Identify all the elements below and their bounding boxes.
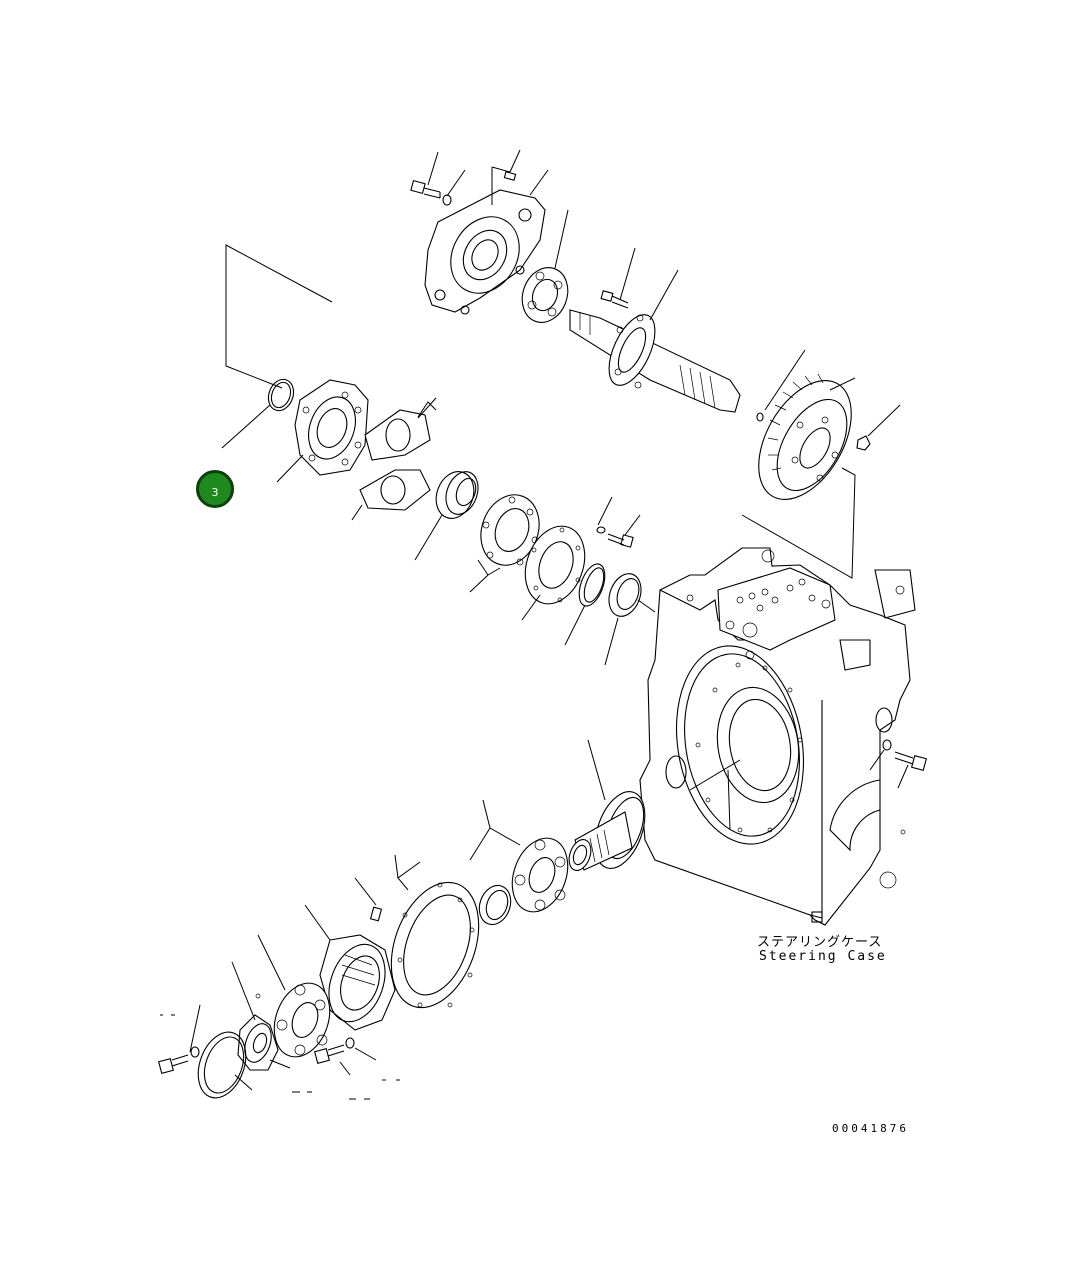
lower-bearing xyxy=(469,799,569,926)
mid-bearing xyxy=(414,471,479,561)
case-leaders xyxy=(689,759,741,831)
steering-case-label-en: Steering Case xyxy=(759,949,887,964)
drawing-number: 00041876 xyxy=(832,1122,909,1135)
lower-flange xyxy=(354,854,480,1009)
steering-case xyxy=(639,547,928,926)
lock-nut xyxy=(231,961,291,1071)
bevel-gear xyxy=(741,349,901,579)
output-gear xyxy=(568,739,646,871)
pinion-shaft xyxy=(569,247,741,413)
lower-bolts xyxy=(157,1004,400,1100)
lower-cover-gasket xyxy=(197,1031,253,1099)
lower-cage xyxy=(304,904,396,1031)
top-cover-housing xyxy=(424,189,546,315)
mid-rings xyxy=(564,563,656,666)
top-bolt xyxy=(410,149,549,206)
top-left-bracket xyxy=(225,244,333,389)
lower-bearing-2 xyxy=(257,934,331,1058)
steering-case-label-jp: ステアリングケース xyxy=(757,935,883,950)
cover-plate xyxy=(221,378,369,483)
top-bearing xyxy=(521,209,569,323)
shims xyxy=(351,397,437,521)
mid-plate xyxy=(521,496,641,621)
callout-3-badge[interactable]: 3 xyxy=(196,470,234,508)
mid-retainer xyxy=(469,494,540,593)
